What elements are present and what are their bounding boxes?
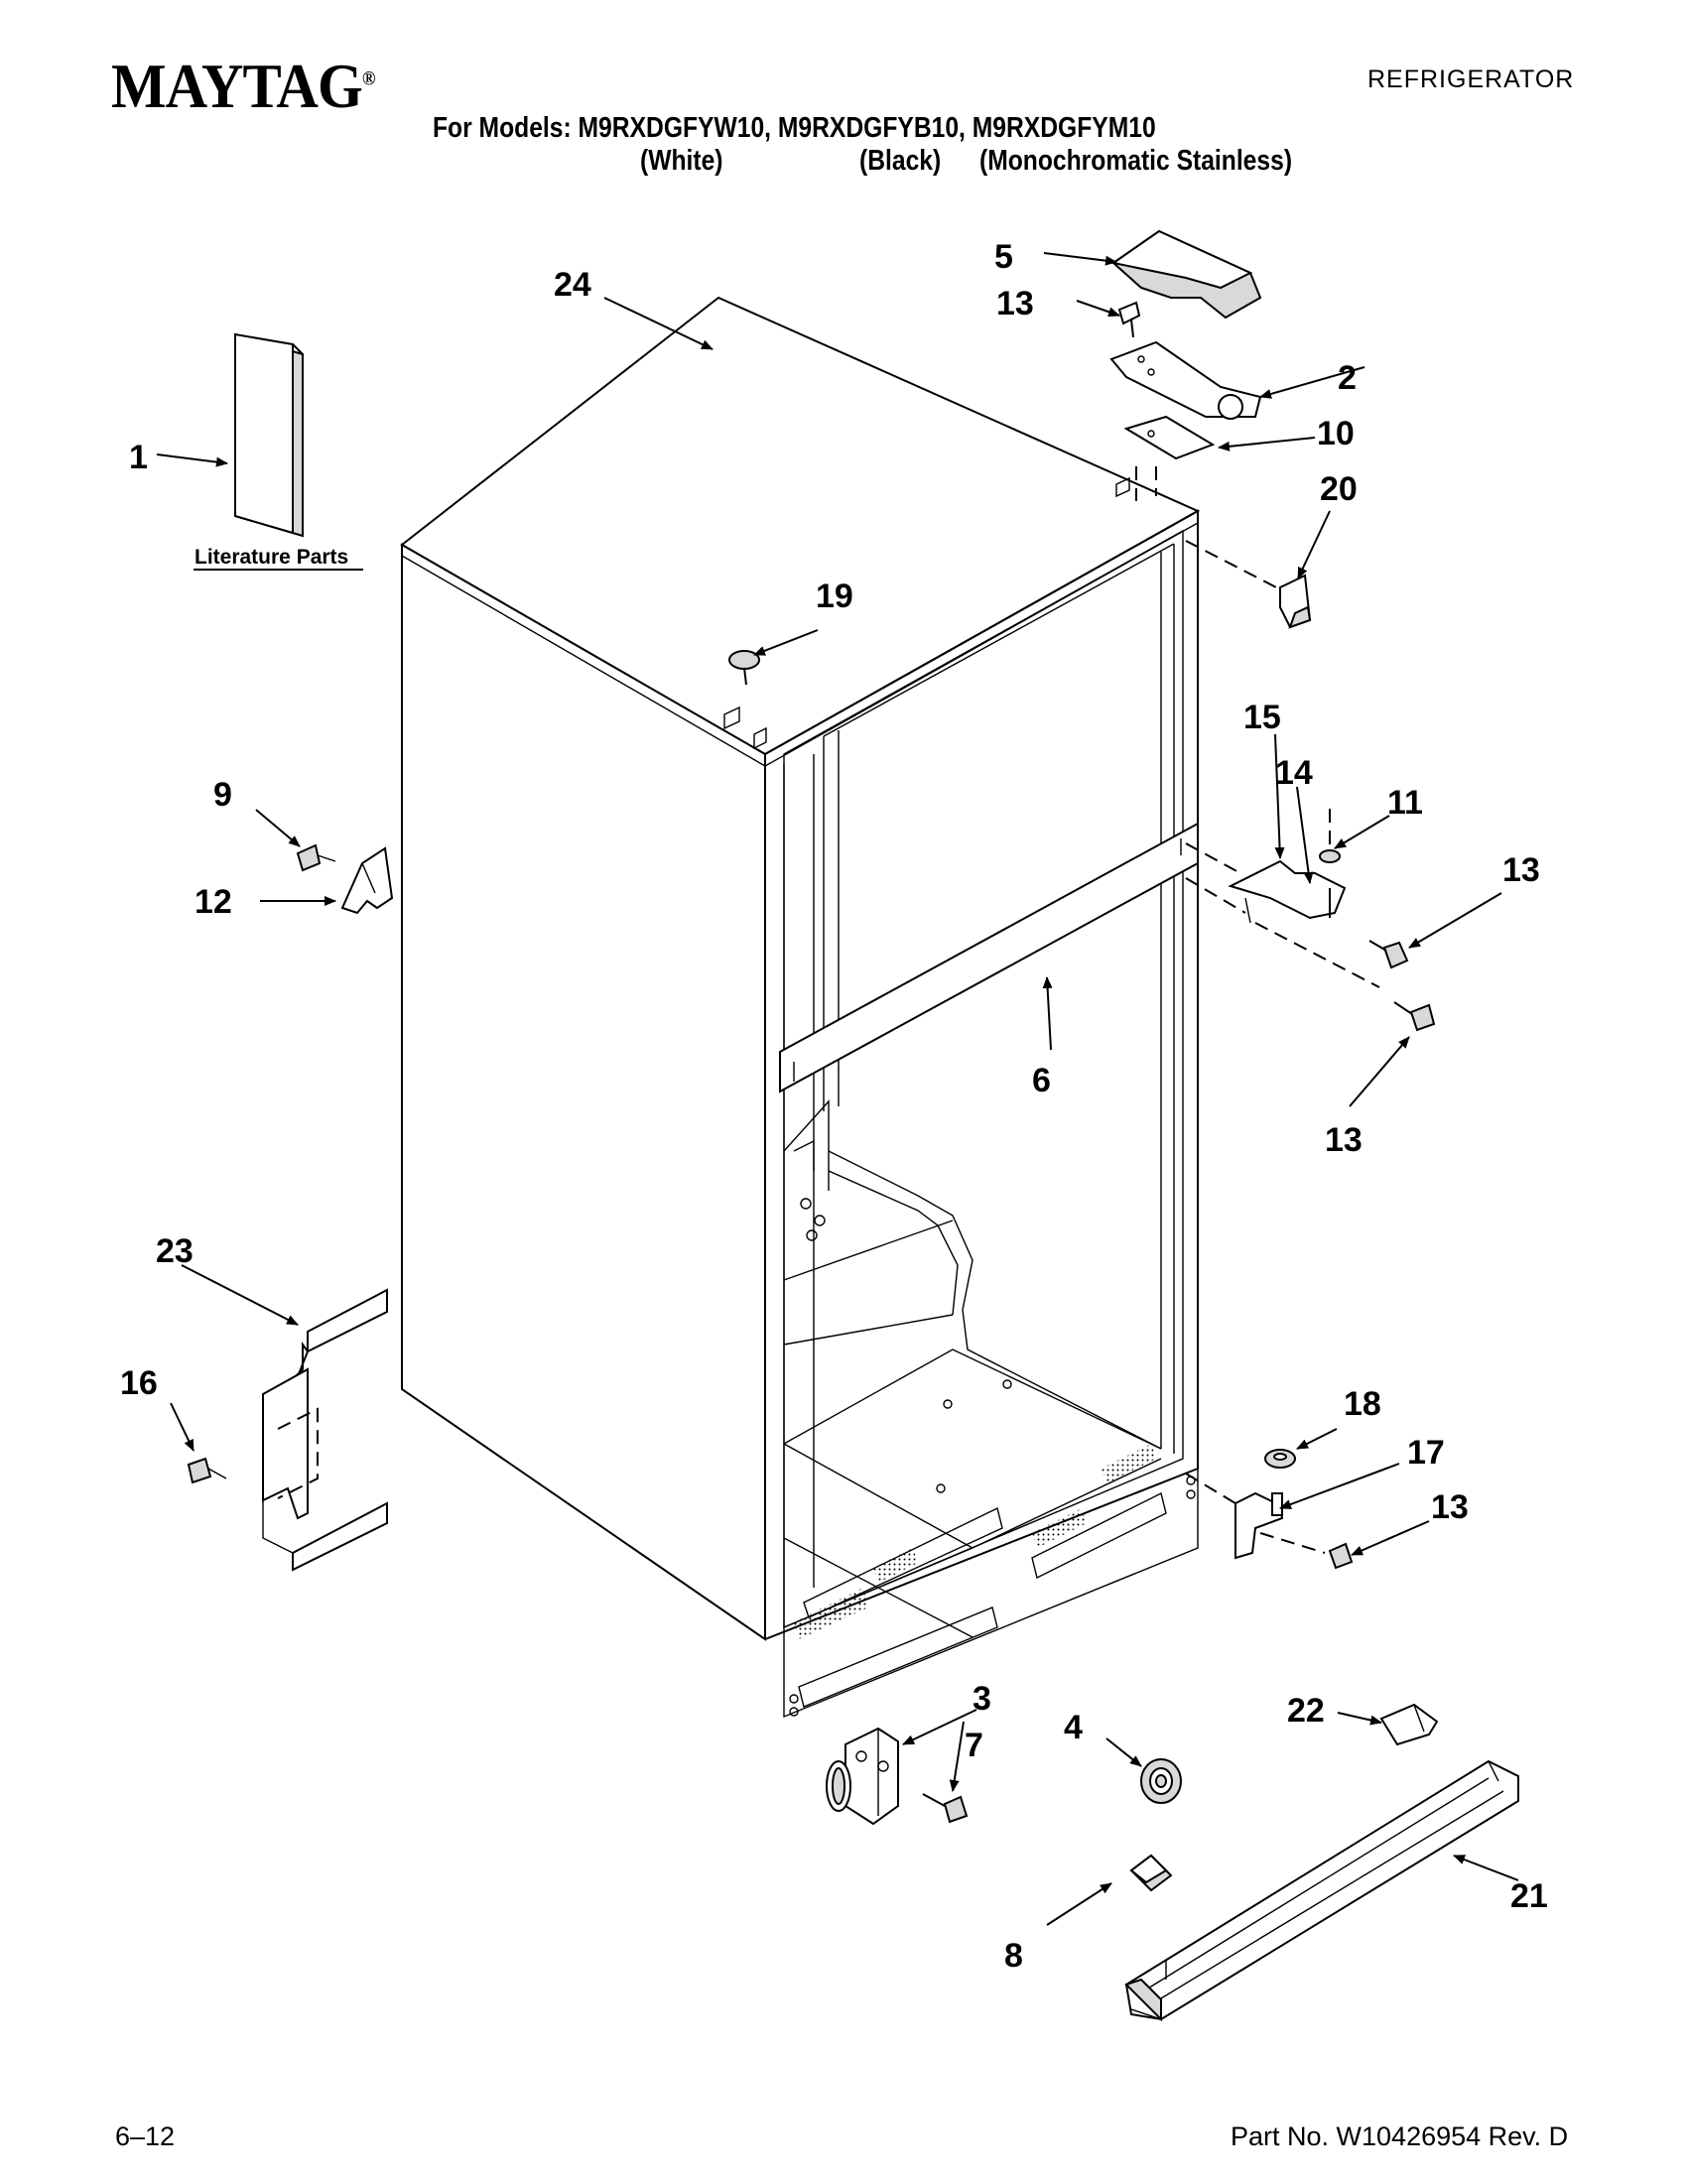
document-type: REFRIGERATOR bbox=[1367, 65, 1575, 93]
callout-9: 9 bbox=[213, 776, 232, 814]
callout-1: 1 bbox=[129, 439, 148, 476]
leveler-bracket bbox=[826, 1727, 899, 1826]
callout-20: 20 bbox=[1320, 470, 1358, 508]
callout-13-center-lower: 13 bbox=[1325, 1121, 1363, 1159]
callout-19: 19 bbox=[816, 578, 853, 615]
callout-8: 8 bbox=[1004, 1937, 1023, 1975]
center-washer bbox=[1319, 849, 1341, 863]
literature-label: Literature Parts bbox=[195, 546, 348, 569]
callout-17: 17 bbox=[1407, 1434, 1445, 1472]
callout-11: 11 bbox=[1387, 784, 1423, 822]
callout-5: 5 bbox=[994, 238, 1013, 276]
center-hinge bbox=[1228, 859, 1347, 924]
footer-date: 6–12 bbox=[115, 2121, 176, 2151]
top-plug bbox=[728, 650, 760, 686]
callout-14: 14 bbox=[1275, 754, 1313, 792]
callout-13-center-upper: 13 bbox=[1502, 851, 1540, 889]
callout-21: 21 bbox=[1510, 1877, 1548, 1915]
grille-clip-upper bbox=[1379, 1703, 1439, 1746]
callout-16: 16 bbox=[120, 1364, 158, 1402]
hinge-cap bbox=[1279, 574, 1312, 629]
callout-18: 18 bbox=[1344, 1385, 1381, 1423]
variant-white: (White) bbox=[640, 145, 723, 177]
side-bracket bbox=[340, 846, 394, 915]
callout-24: 24 bbox=[554, 266, 591, 304]
top-hinge-cover bbox=[1110, 229, 1262, 320]
lower-hinge bbox=[1234, 1491, 1284, 1560]
callout-10: 10 bbox=[1317, 415, 1355, 452]
callout-22: 22 bbox=[1287, 1692, 1325, 1730]
side-panel bbox=[262, 1288, 388, 1572]
top-hinge bbox=[1109, 340, 1262, 420]
callout-23: 23 bbox=[156, 1232, 194, 1270]
literature-parts: Literature Parts bbox=[194, 332, 363, 571]
callout-15: 15 bbox=[1243, 699, 1281, 736]
center-screw-upper bbox=[1368, 940, 1409, 969]
divider-mullion bbox=[779, 822, 1199, 1093]
callout-4: 4 bbox=[1064, 1709, 1083, 1746]
variant-mono: (Monochromatic Stainless) bbox=[979, 145, 1293, 177]
callout-13-top: 13 bbox=[996, 285, 1034, 322]
footer-part-number: Part No. W10426954 Rev. D bbox=[1231, 2121, 1569, 2151]
callout-2: 2 bbox=[1338, 359, 1357, 397]
lower-hinge-spacer bbox=[1264, 1449, 1296, 1469]
callout-7: 7 bbox=[965, 1727, 983, 1764]
variant-black: (Black) bbox=[859, 145, 942, 177]
cabinet bbox=[400, 296, 1201, 1719]
lower-hinge-screw bbox=[1328, 1542, 1354, 1570]
brand-logo: MAYTAG® bbox=[111, 51, 376, 121]
leveler-screw bbox=[922, 1793, 969, 1824]
callout-13-bottom: 13 bbox=[1431, 1488, 1469, 1526]
models-line: For Models: M9RXDGFYW10, M9RXDGFYB10, M9… bbox=[433, 112, 1156, 144]
callout-3: 3 bbox=[973, 1680, 991, 1718]
callout-6: 6 bbox=[1032, 1062, 1051, 1099]
top-hinge-screw bbox=[1117, 301, 1141, 338]
roller bbox=[1140, 1758, 1182, 1804]
hinge-shim bbox=[1123, 415, 1216, 460]
callout-12: 12 bbox=[195, 883, 232, 921]
grille-clip bbox=[1129, 1854, 1173, 1892]
side-screw bbox=[296, 843, 336, 872]
center-screw-lower bbox=[1393, 1001, 1436, 1032]
side-panel-screw bbox=[187, 1457, 227, 1484]
base-grille bbox=[1124, 1759, 1519, 2022]
